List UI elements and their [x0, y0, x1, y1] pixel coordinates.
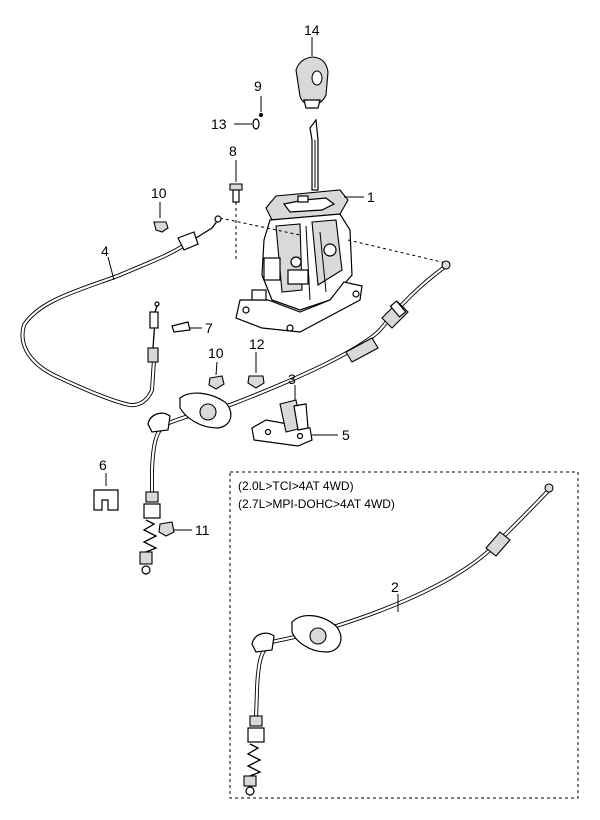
clip-part-7 [171, 321, 202, 333]
callout-4: 4 [101, 243, 109, 259]
bracket-part-5 [251, 399, 338, 447]
callout-6: 6 [99, 457, 107, 473]
callout-8: 8 [229, 143, 237, 159]
shift-lever-assembly [235, 118, 363, 333]
callout-10-upper: 10 [151, 185, 167, 201]
callout-13: 13 [211, 116, 227, 132]
variant-label-2: (2.7L>MPI-DOHC>4AT 4WD) [238, 497, 395, 511]
callout-2: 2 [391, 579, 399, 595]
variant-label-1: (2.0L>TCI>4AT 4WD) [238, 479, 354, 493]
nut-part-10-upper [153, 202, 169, 233]
callout-12: 12 [249, 336, 265, 352]
nut-part-10-lower [208, 361, 225, 390]
variant-box [229, 471, 579, 799]
bolt-part-8 [229, 160, 243, 260]
ring-part-13 [234, 118, 260, 130]
nut-part-12 [247, 352, 265, 389]
shift-knob [295, 56, 329, 109]
pin-part-9 [259, 96, 263, 117]
cable-part-2 [243, 483, 554, 796]
cable-part-3 [139, 260, 451, 575]
callout-9: 9 [254, 78, 262, 94]
callout-10-lower: 10 [208, 345, 224, 361]
callout-3: 3 [288, 371, 296, 387]
callout-14: 14 [304, 22, 320, 38]
callout-7: 7 [205, 320, 213, 336]
callout-1: 1 [367, 189, 375, 205]
cable-part-4 [20, 215, 222, 408]
callout-5: 5 [342, 427, 350, 443]
nut-part-11 [158, 521, 192, 537]
callout-11: 11 [195, 522, 210, 538]
clip-part-6 [93, 473, 119, 511]
